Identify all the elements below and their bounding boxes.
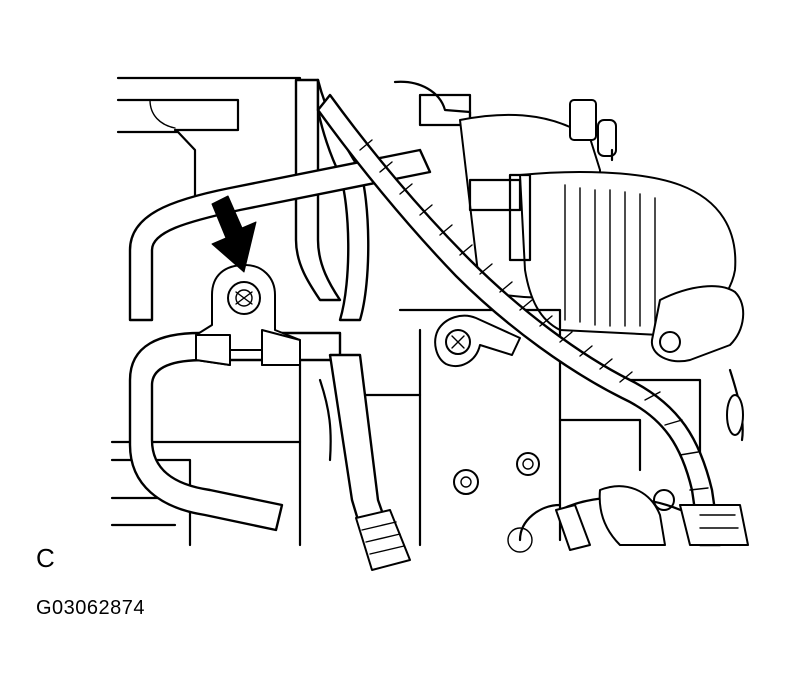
figure-code: G03062874 <box>36 597 146 619</box>
heater-hose <box>128 78 432 532</box>
harness-clamp <box>434 314 521 367</box>
view-label: C <box>36 543 55 573</box>
lower-fittings <box>555 485 749 551</box>
coolant-pipe <box>328 353 411 571</box>
hose-clamp <box>195 264 301 366</box>
arrow-down-icon <box>211 195 257 273</box>
engine-block <box>358 308 742 553</box>
mounting-bracket <box>650 285 745 442</box>
